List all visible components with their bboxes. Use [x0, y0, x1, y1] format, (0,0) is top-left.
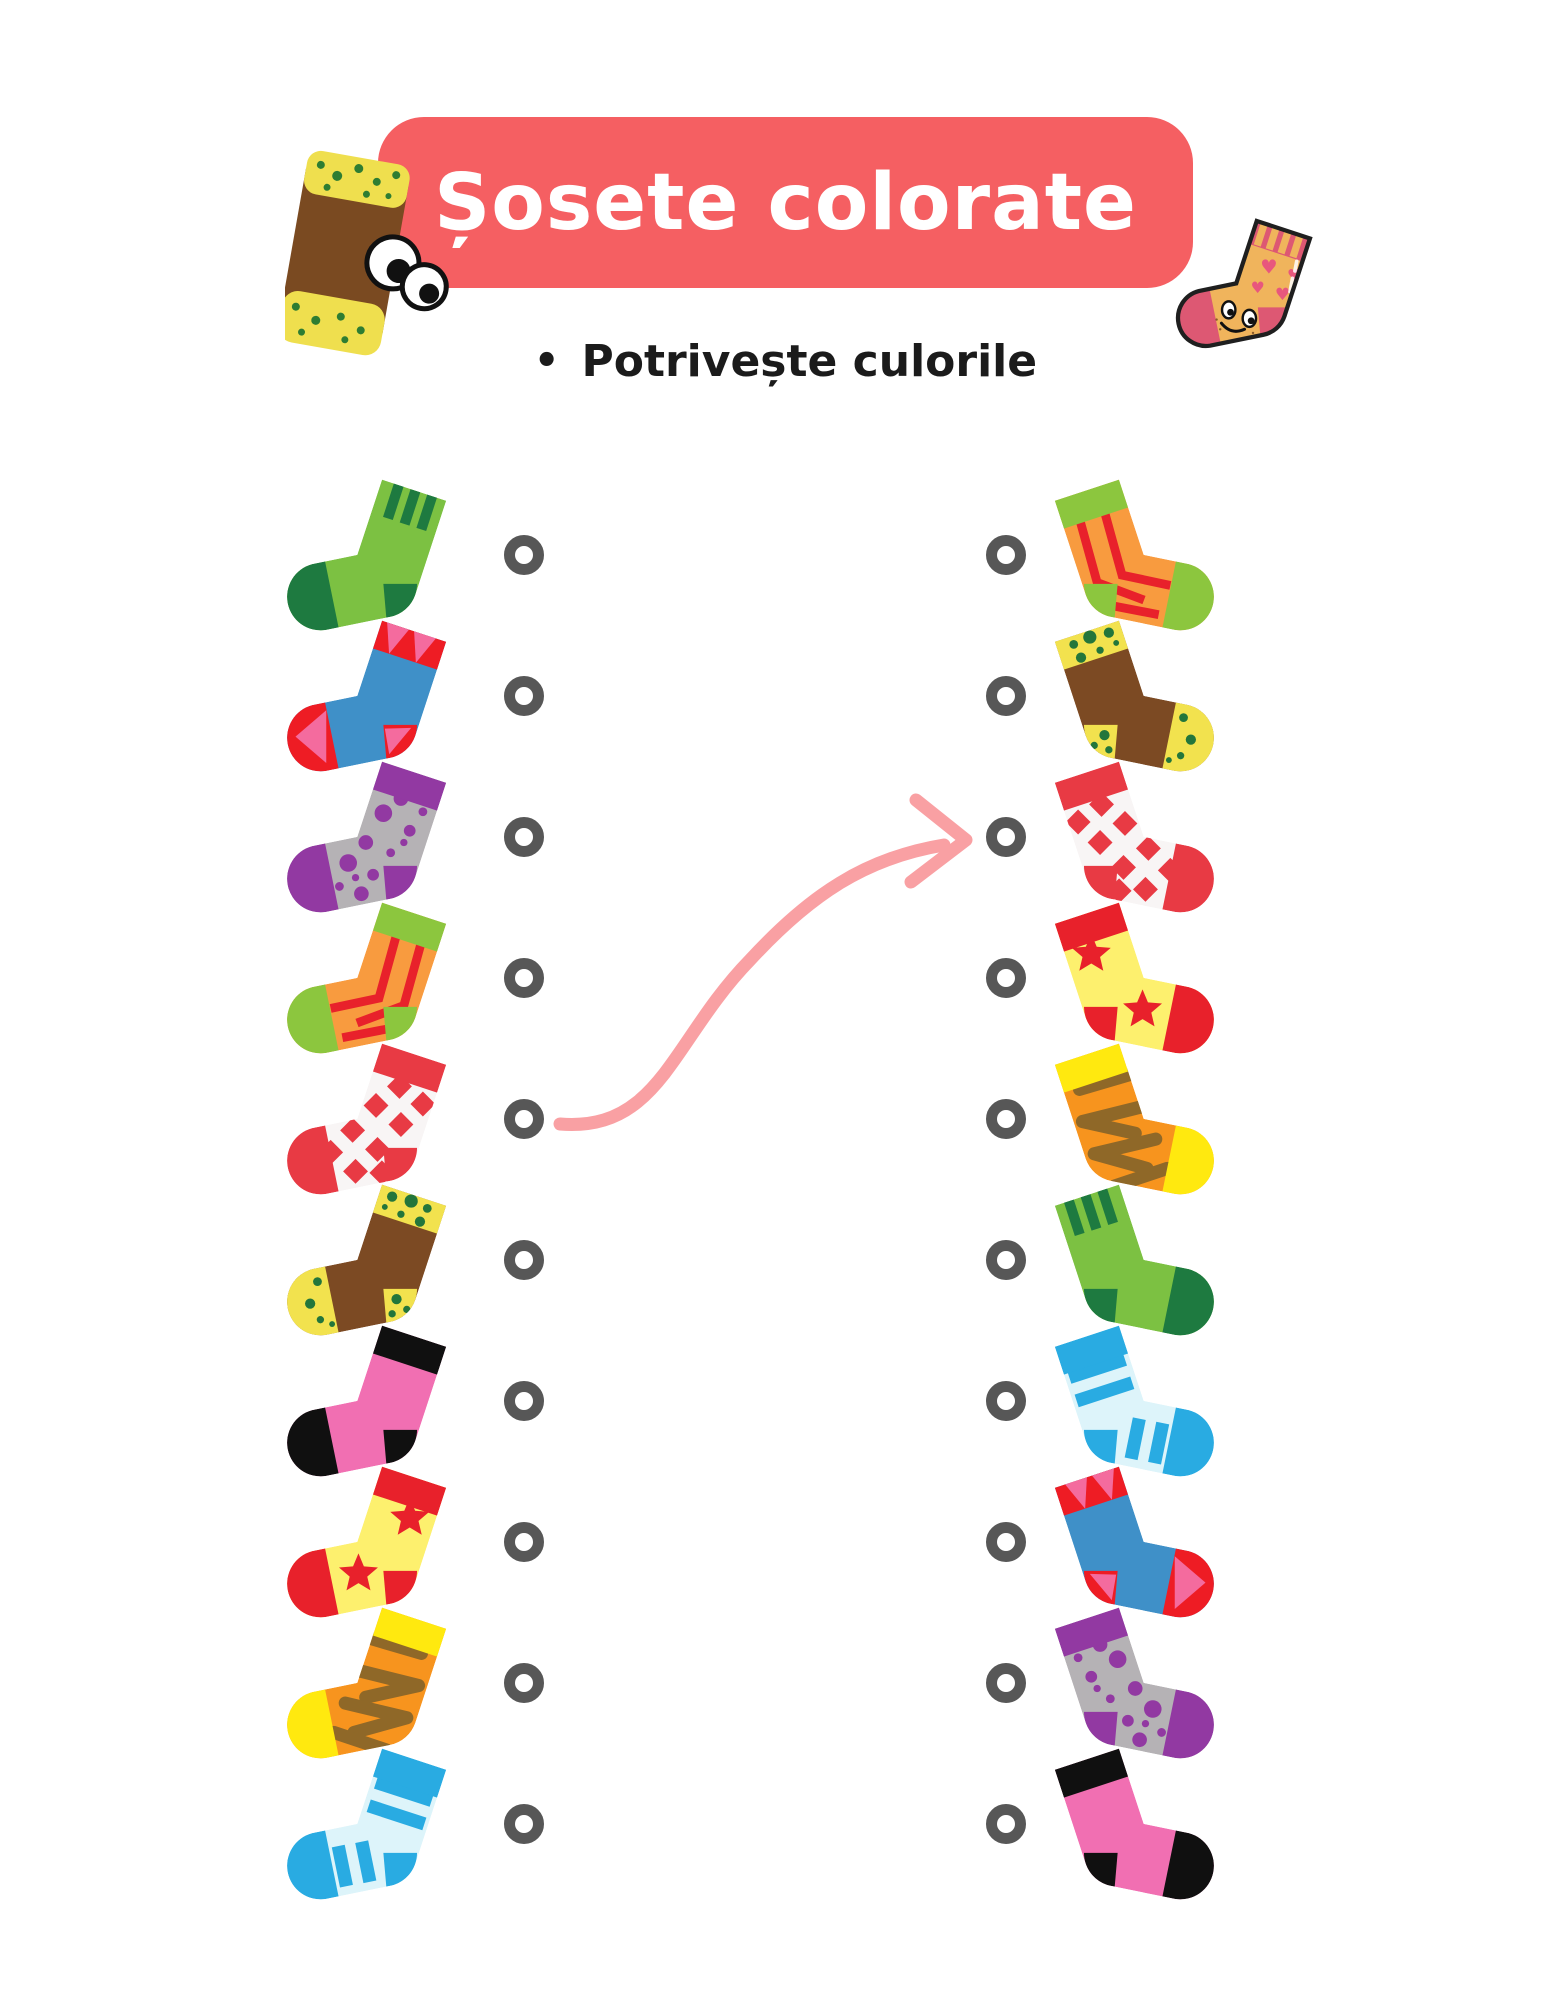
- right-sock-9-gray-purple-dots: [1054, 1607, 1214, 1759]
- instruction-text: Potrivește culorile: [581, 336, 1038, 387]
- connector-dot-left-6[interactable]: [504, 1240, 544, 1280]
- title-banner: Șosete colorate: [378, 117, 1193, 288]
- right-sock-8-blue-red-triangles: [1054, 1466, 1214, 1618]
- connector-dot-left-1[interactable]: [504, 535, 544, 575]
- connector-dot-right-9[interactable]: [986, 1663, 1026, 1703]
- connector-dot-right-3[interactable]: [986, 817, 1026, 857]
- left-sock-9-tiger: [287, 1607, 447, 1759]
- left-sock-3-gray-purple-dots: [287, 761, 447, 913]
- connector-dot-left-8[interactable]: [504, 1522, 544, 1562]
- left-sock-5-white-red-diamonds: [287, 1043, 447, 1195]
- connector-dot-right-7[interactable]: [986, 1381, 1026, 1421]
- googly-eyes-icon: [364, 234, 449, 312]
- right-sock-6-green-striped-cuff: [1054, 1184, 1214, 1336]
- left-sock-6-brown-dotted-cuff: [287, 1184, 447, 1336]
- connector-dot-left-7[interactable]: [504, 1381, 544, 1421]
- instruction-line: • Potrivește culorile: [378, 336, 1193, 387]
- connector-dot-left-10[interactable]: [504, 1804, 544, 1844]
- right-sock-1-orange-red-stripes: [1054, 479, 1214, 631]
- decor-sock-smiling-hearts: ♥♥ ♥♥: [1175, 218, 1313, 349]
- right-sock-7-light-blue-striped: [1054, 1325, 1214, 1477]
- connector-dot-right-10[interactable]: [986, 1804, 1026, 1844]
- connector-dot-left-9[interactable]: [504, 1663, 544, 1703]
- right-sock-10-pink-black: [1054, 1748, 1214, 1900]
- left-sock-10-light-blue-striped: [287, 1748, 447, 1900]
- page-title: Șosete colorate: [434, 157, 1137, 248]
- connector-dot-left-4[interactable]: [504, 958, 544, 998]
- connector-dot-left-3[interactable]: [504, 817, 544, 857]
- decor-sock-googly-eyes: [285, 150, 449, 356]
- left-sock-7-pink-black: [287, 1325, 447, 1477]
- left-sock-4-orange-red-stripes: [287, 902, 447, 1054]
- left-sock-2-blue-red-triangles: [287, 620, 447, 772]
- connector-dot-right-6[interactable]: [986, 1240, 1026, 1280]
- connector-dot-left-5[interactable]: [504, 1099, 544, 1139]
- right-sock-3-white-red-diamonds: [1054, 761, 1214, 913]
- right-sock-4-yellow-red-stars: [1054, 902, 1214, 1054]
- connector-dot-right-1[interactable]: [986, 535, 1026, 575]
- right-sock-2-brown-dotted-cuff: [1054, 620, 1214, 772]
- left-sock-1-green-striped-cuff: [287, 479, 447, 631]
- svg-text:♥: ♥: [1260, 255, 1277, 278]
- bullet-icon: •: [533, 338, 560, 384]
- svg-text:♥: ♥: [1275, 285, 1290, 305]
- left-sock-8-yellow-red-stars: [287, 1466, 447, 1618]
- connector-dot-left-2[interactable]: [504, 676, 544, 716]
- sock-face-icon: [1215, 300, 1258, 335]
- right-sock-5-tiger: [1054, 1043, 1214, 1195]
- connector-dot-right-8[interactable]: [986, 1522, 1026, 1562]
- connector-dot-right-5[interactable]: [986, 1099, 1026, 1139]
- connector-dot-right-2[interactable]: [986, 676, 1026, 716]
- connector-dot-right-4[interactable]: [986, 958, 1026, 998]
- svg-text:♥: ♥: [1251, 278, 1265, 297]
